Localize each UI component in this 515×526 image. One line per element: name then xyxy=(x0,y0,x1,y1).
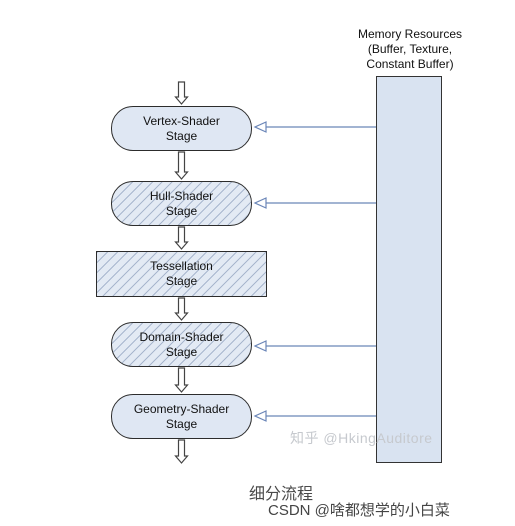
memory-resources-title: Memory Resources (Buffer, Texture, Const… xyxy=(340,27,480,72)
hull-shader-stage-line1: Hull-Shader xyxy=(149,188,214,203)
tessellation-stage-line1: Tessellation xyxy=(150,259,213,273)
hull-to-tessellation-arrow xyxy=(174,226,189,250)
memory-resources-bar xyxy=(376,76,442,463)
memory-to-vertex-connector xyxy=(253,121,376,133)
memory-to-geometry-connector xyxy=(253,410,376,422)
memory-to-hull-connector xyxy=(253,197,376,209)
input-flow-arrow xyxy=(174,81,189,105)
vertex-shader-stage-line1: Vertex-Shader xyxy=(143,113,220,128)
memory-title-line3: Constant Buffer) xyxy=(366,57,454,71)
geometry-shader-stage-line1: Geometry-Shader xyxy=(133,401,230,416)
vertex-shader-stage-line2: Stage xyxy=(165,128,198,143)
tessellation-to-domain-arrow xyxy=(174,297,189,321)
source-credit: CSDN @啥都想学的小白菜 xyxy=(268,502,450,519)
domain-shader-stage-line1: Domain-Shader xyxy=(139,329,224,344)
vertex-shader-stage: Vertex-Shader Stage xyxy=(111,106,252,151)
memory-title-line2: (Buffer, Texture, xyxy=(367,42,453,56)
geometry-shader-stage-line2: Stage xyxy=(165,416,198,431)
domain-shader-stage-line2: Stage xyxy=(165,344,198,359)
figure-caption: 细分流程 xyxy=(249,486,314,503)
watermark-text: 知乎 @HkingAuditore xyxy=(290,430,433,446)
memory-to-domain-connector xyxy=(253,340,376,352)
vertex-to-hull-arrow xyxy=(174,151,189,180)
output-flow-arrow xyxy=(174,439,189,464)
hull-shader-stage-line2: Stage xyxy=(165,203,198,218)
hull-shader-stage: Hull-Shader Stage xyxy=(111,181,252,226)
domain-to-geometry-arrow xyxy=(174,367,189,393)
tessellation-stage: Tessellation Stage xyxy=(96,251,267,297)
memory-title-line1: Memory Resources xyxy=(357,27,463,41)
domain-shader-stage: Domain-Shader Stage xyxy=(111,322,252,367)
geometry-shader-stage: Geometry-Shader Stage xyxy=(111,394,252,439)
tessellation-stage-line2: Stage xyxy=(165,274,198,288)
